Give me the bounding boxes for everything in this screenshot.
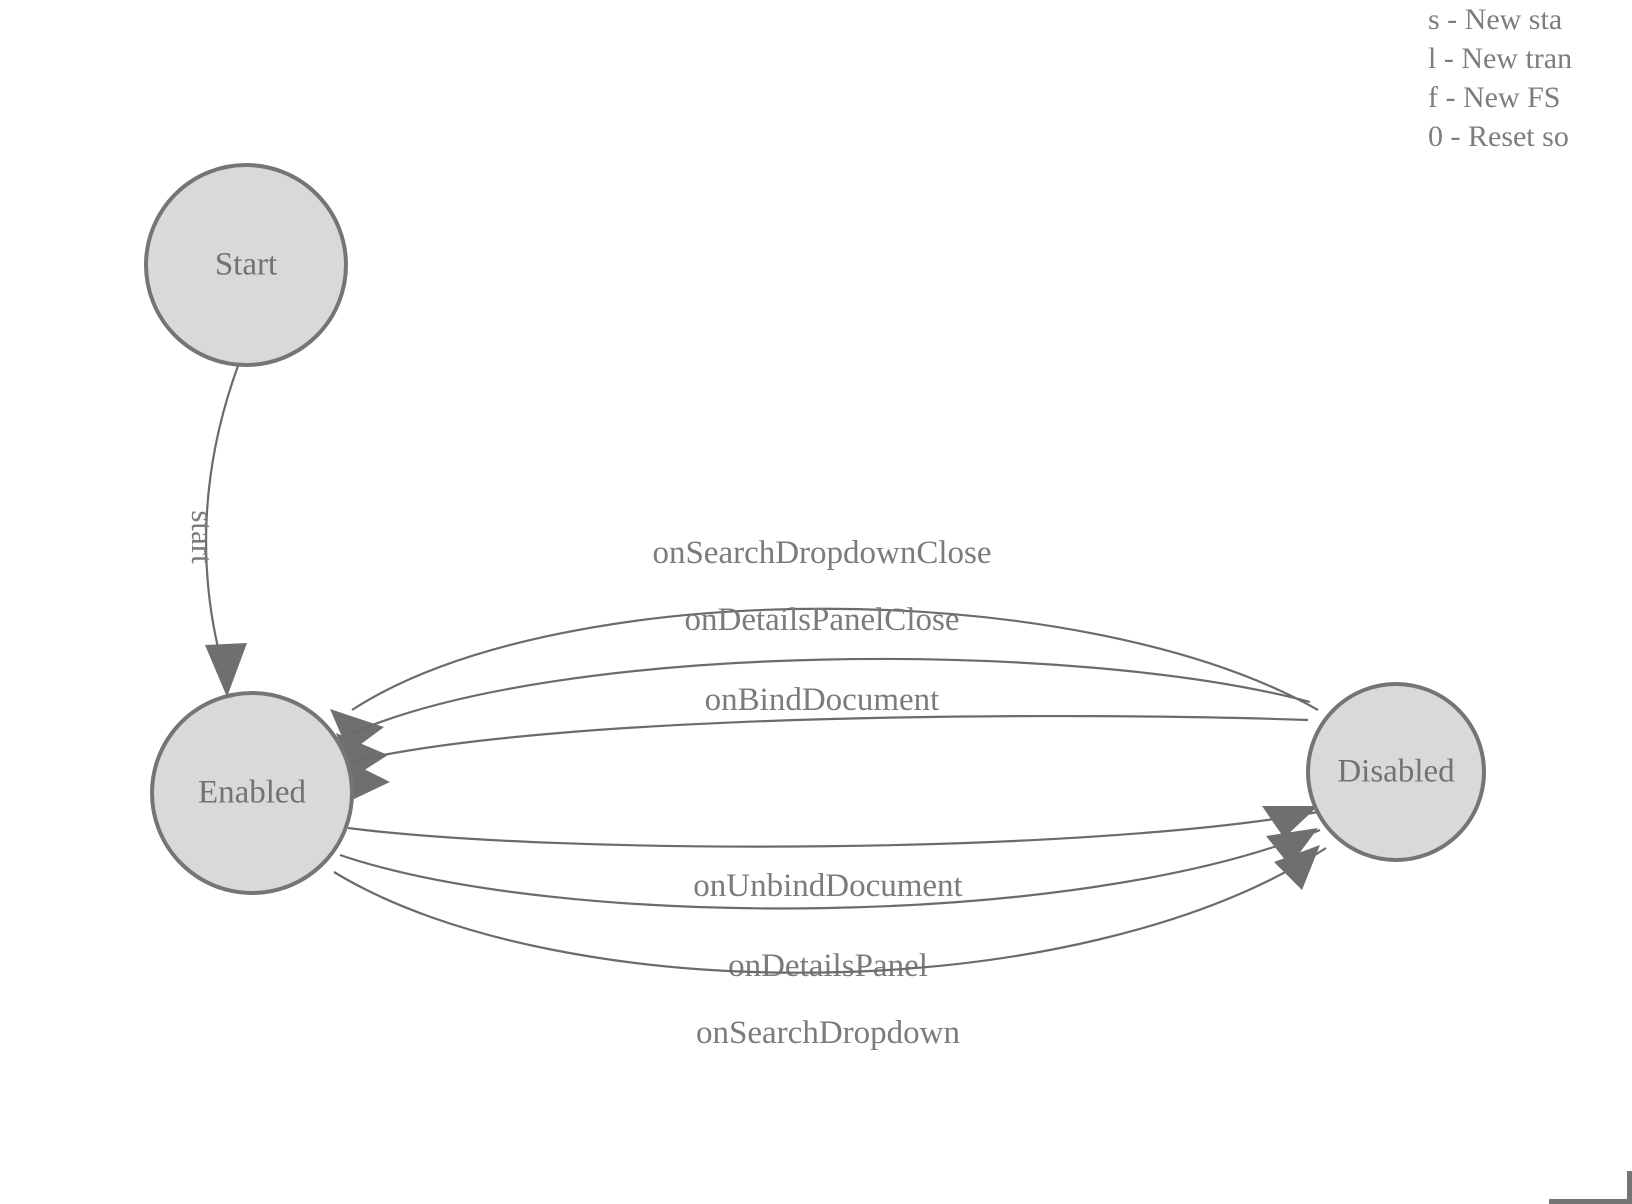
shortcut-new-transition: l - New tran bbox=[1428, 42, 1573, 75]
node-start[interactable]: Start bbox=[144, 163, 348, 367]
edge-label-onunbinddocument: onUnbindDocument bbox=[693, 868, 962, 904]
edge-path-ondetailspanel bbox=[339, 828, 1321, 910]
node-disabled-circle[interactable] bbox=[1306, 682, 1486, 862]
resize-corner-indicator[interactable] bbox=[1549, 1171, 1632, 1204]
node-start-label: Start bbox=[215, 247, 277, 283]
edge-enabled-to-disabled-searchdropdown[interactable]: onSearchDropdown bbox=[333, 845, 1327, 1051]
shortcut-new-state: s - New sta bbox=[1428, 3, 1563, 36]
edge-path-onsearchdropdown bbox=[333, 847, 1327, 974]
node-enabled[interactable]: Enabled bbox=[150, 691, 354, 895]
node-start-circle[interactable] bbox=[144, 163, 348, 367]
edge-arrowhead-start bbox=[205, 643, 247, 697]
edge-label-ondetailspanelclose: onDetailsPanelClose bbox=[685, 602, 960, 638]
edge-enabled-to-disabled-unbinddocument[interactable]: onUnbindDocument bbox=[347, 806, 1319, 904]
edge-arrowhead-onsearchdropdown bbox=[1274, 845, 1320, 890]
edge-arrowhead-ondetailspanel bbox=[1266, 828, 1318, 866]
keyboard-shortcuts-panel: s - New sta l - New tran f - New FS 0 - … bbox=[1428, 0, 1632, 156]
edge-path-start bbox=[205, 365, 240, 661]
edge-start-to-enabled[interactable]: start bbox=[185, 365, 247, 697]
edge-label-ondetailspanel: onDetailsPanel bbox=[728, 948, 928, 984]
edge-disabled-to-enabled-detailspanelclose[interactable]: onDetailsPanelClose bbox=[336, 602, 1311, 778]
edge-disabled-to-enabled-binddocument[interactable]: onBindDocument bbox=[340, 682, 1309, 800]
edge-path-onunbinddocument bbox=[347, 810, 1319, 848]
shortcut-reset: 0 - Reset so bbox=[1428, 120, 1569, 153]
edge-path-ondetailspanelclose bbox=[347, 657, 1311, 737]
edge-path-onbinddocument bbox=[349, 714, 1309, 764]
node-enabled-label: Enabled bbox=[198, 775, 307, 811]
shortcut-new-fsm: f - New FS bbox=[1428, 81, 1561, 114]
edge-arrowhead-onunbinddocument bbox=[1262, 806, 1318, 838]
node-disabled-label: Disabled bbox=[1337, 754, 1455, 790]
edge-label-onsearchdropdown: onSearchDropdown bbox=[696, 1015, 960, 1051]
edge-label-onbinddocument: onBindDocument bbox=[705, 682, 940, 718]
edge-path-onsearchdropdownclose bbox=[351, 607, 1319, 711]
edge-enabled-to-disabled-detailspanel[interactable]: onDetailsPanel bbox=[339, 828, 1321, 984]
node-enabled-circle[interactable] bbox=[150, 691, 354, 895]
node-disabled[interactable]: Disabled bbox=[1306, 682, 1486, 862]
edge-label-onsearchdropdownclose: onSearchDropdownClose bbox=[652, 535, 991, 571]
edge-label-start: start bbox=[185, 510, 220, 564]
